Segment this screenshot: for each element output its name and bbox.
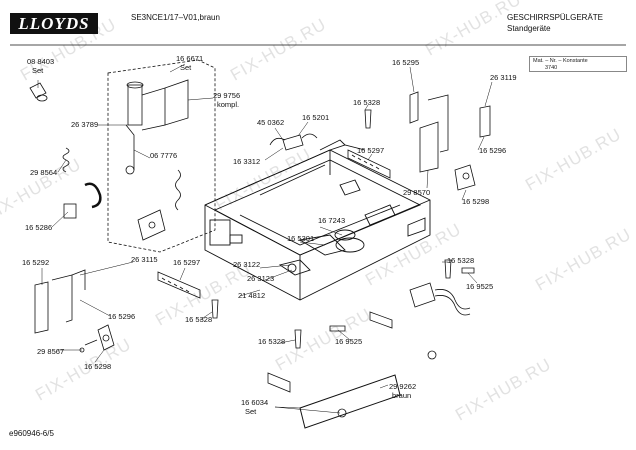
part-label: 16 3312 — [233, 157, 261, 166]
part-label: 16 5296 — [108, 312, 136, 321]
part-label: 16 7243 — [318, 216, 346, 225]
clip — [409, 91, 419, 124]
part-label: Set — [32, 66, 44, 75]
plinth-clip — [267, 372, 291, 393]
part-label: 26 3122 — [233, 260, 261, 269]
cable-harness — [434, 289, 471, 310]
plinth-panel — [299, 374, 401, 429]
part-label: 16 9525 — [466, 282, 494, 291]
part-label: 26 3119 — [490, 73, 517, 82]
drain-hose — [84, 182, 102, 209]
part-label: Set — [245, 407, 257, 416]
guide-strip-right — [347, 149, 391, 179]
part-label: 16 5328 — [353, 98, 381, 107]
part-label: 16 5296 — [479, 146, 507, 155]
mat-constant-box: Mat. – Nr. – Konstante 3740 — [529, 56, 627, 72]
part-label: 26 3123 — [247, 274, 275, 283]
left-bracket — [51, 274, 73, 323]
subcategory-title: Standgeräte — [507, 24, 551, 33]
part-label: 45 0362 — [257, 118, 285, 127]
right-bracket — [427, 94, 449, 153]
screw — [364, 109, 372, 129]
screw — [329, 325, 346, 332]
right-small-part — [479, 105, 491, 138]
foot — [427, 350, 437, 360]
screw — [294, 329, 302, 349]
brand-logo: LLOYDS — [10, 13, 98, 34]
part-label: 16 5292 — [22, 258, 50, 267]
part-label: braun — [392, 391, 412, 400]
part-label: 08 8403 — [27, 57, 55, 66]
part-label: 26 3789 — [71, 120, 99, 129]
part-label: 06 7776 — [150, 151, 178, 160]
model-title: SE3NCE1/17–V01,braun — [131, 13, 220, 22]
screw — [211, 299, 219, 319]
part-label: 16 6671 — [176, 54, 204, 63]
part-label: 29 8564 — [30, 168, 58, 177]
mat-constant-label: Mat. – Nr. – Konstante — [533, 58, 588, 64]
part-label: 16 5297 — [173, 258, 201, 267]
base-tub — [204, 139, 431, 301]
part-label: 16 5298 — [462, 197, 490, 206]
part-label: 16 5297 — [357, 146, 385, 155]
left-panel — [34, 281, 49, 334]
hinge-piece — [97, 324, 115, 351]
part-label: 16 5328 — [185, 315, 213, 324]
rail — [369, 311, 393, 329]
part-label: kompl. — [217, 100, 240, 109]
part-label: 16 5301 — [287, 234, 315, 243]
part-label: 16 9525 — [335, 337, 363, 346]
part-label: 16 5298 — [84, 362, 112, 371]
bracket-small — [63, 203, 77, 219]
category-title: GESCHIRRSPÜLGERÄTE — [507, 13, 604, 22]
part-label: 16 6034 — [241, 398, 269, 407]
part-label: 29 8570 — [403, 188, 431, 197]
screw — [461, 267, 475, 274]
hose-clamp — [29, 82, 47, 99]
part-label: 29 8567 — [37, 347, 65, 356]
guide-strip-left — [157, 271, 201, 299]
right-hinge — [454, 164, 476, 191]
footer-code: e960946-6/5 — [9, 429, 54, 438]
part-label: Set — [180, 63, 192, 72]
part-label: 16 5295 — [392, 58, 420, 67]
part-label: 29 9262 — [389, 382, 417, 391]
valve-assembly — [125, 79, 189, 241]
part-label: 21 4812 — [238, 291, 266, 300]
connector — [282, 134, 304, 151]
connector-block — [409, 282, 436, 308]
part-label: 16 5328 — [258, 337, 286, 346]
assembly-dashed-frame — [107, 59, 216, 253]
screw — [444, 259, 452, 279]
part-label: 26 3115 — [131, 255, 158, 264]
mat-constant-value: 3740 — [545, 65, 558, 71]
part-label: 29 9756 — [213, 91, 241, 100]
part-label: 16 5201 — [302, 113, 330, 122]
part-label: 16 5328 — [447, 256, 475, 265]
part-label: 16 5286 — [25, 223, 53, 232]
right-panel — [419, 121, 439, 173]
